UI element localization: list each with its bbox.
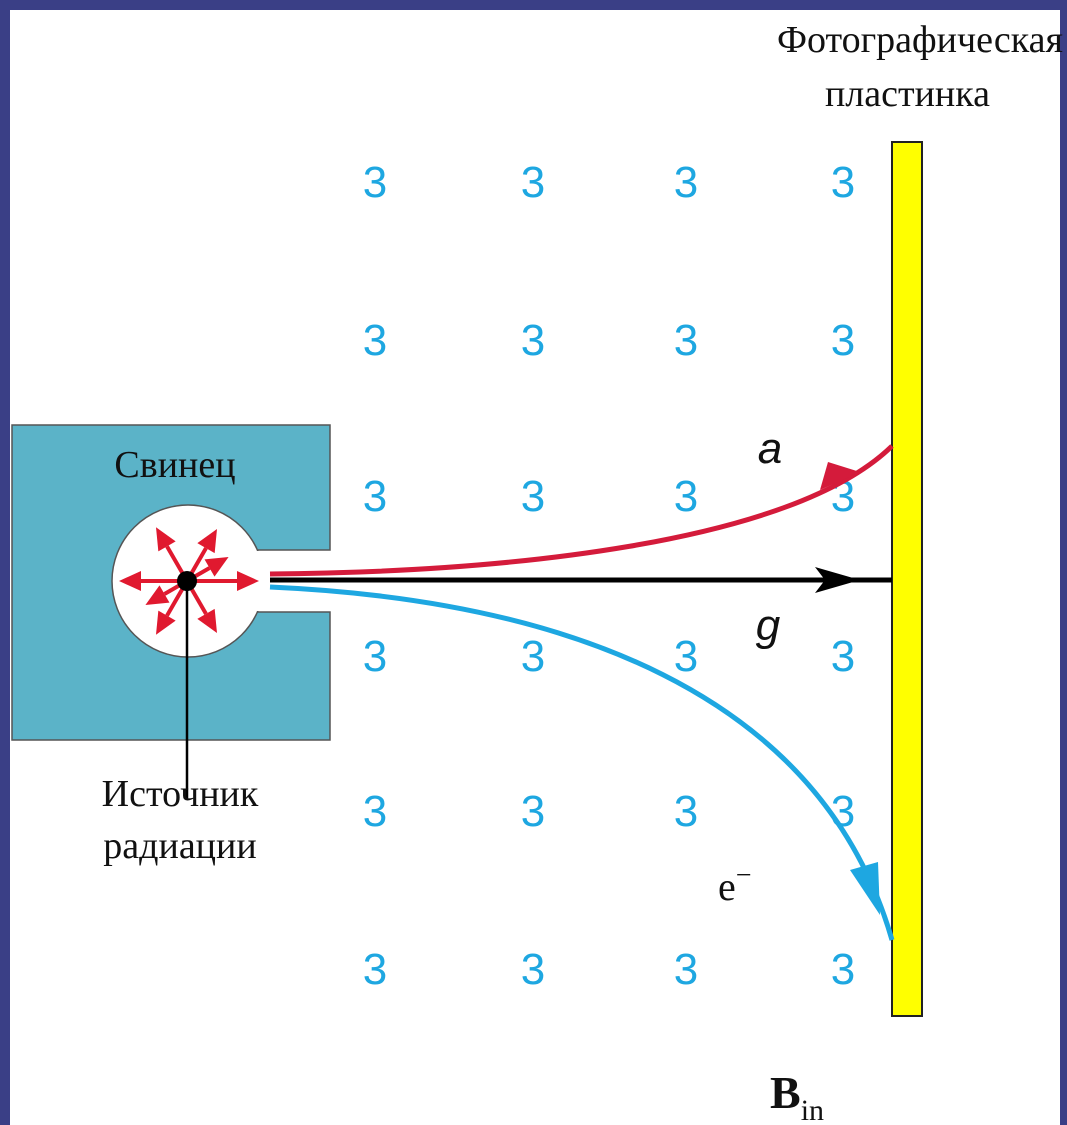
field-symbol: 3 [363,945,387,994]
plate-label-line2: пластинка [825,73,990,115]
field-symbol: 3 [674,632,698,681]
alpha-arrowhead [820,462,860,490]
field-symbol: 3 [363,472,387,521]
field-symbol: 3 [674,787,698,836]
field-symbol: 3 [521,158,545,207]
field-symbol: 3 [521,472,545,521]
emission-arrow-head [197,608,217,633]
field-symbol: 3 [521,632,545,681]
electron-label: e− [718,860,752,909]
field-symbol: 3 [831,316,855,365]
field-symbol: 3 [831,945,855,994]
emission-arrow-head [204,557,229,577]
field-symbol: 3 [363,316,387,365]
plate-label-line1: Фотографическая [777,19,1063,61]
field-symbol: 3 [674,472,698,521]
emission-arrow-head [145,585,170,605]
emission-arrow-head [119,571,141,591]
field-symbol: 3 [674,158,698,207]
field-symbol: 3 [831,632,855,681]
alpha-label: a [758,424,782,473]
gamma-arrowhead [815,567,860,593]
field-symbol: 3 [363,158,387,207]
emission-arrow-head [197,529,217,554]
field-symbol: 3 [831,158,855,207]
field-symbol: 3 [521,787,545,836]
field-symbol: 3 [521,316,545,365]
source-label-line1: Источник [102,773,259,815]
emission-arrow-head [237,571,259,591]
field-symbol: 3 [674,316,698,365]
alpha-ray [269,444,894,577]
field-symbol: 3 [363,632,387,681]
lead-label: Свинец [114,444,235,486]
beta-arrowhead [850,862,880,915]
beta-ray [269,584,895,941]
field-label: Bin [770,1067,824,1125]
source-label-line2: радиации [103,825,256,867]
field-symbol: 3 [363,787,387,836]
field-symbol: 3 [674,945,698,994]
emission-arrow-head [156,527,176,552]
field-symbol: 3 [521,945,545,994]
emission-arrow-head [156,610,176,635]
photographic-plate [891,141,923,1017]
gamma-label: g [756,601,781,650]
